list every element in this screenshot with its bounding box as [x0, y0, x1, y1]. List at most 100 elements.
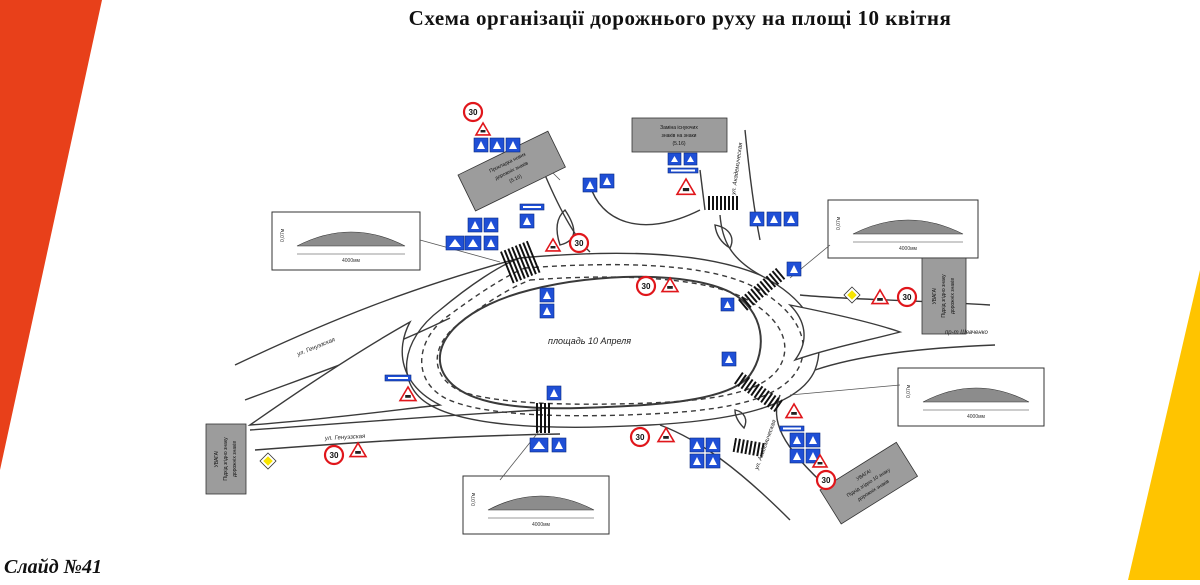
crosswalks: [499, 196, 786, 457]
svg-text:30: 30: [641, 282, 651, 291]
note-boxes: Прокладка нових дорожніх знаків (5.16) З…: [205, 117, 967, 525]
note-line: Заміна існуючих: [660, 125, 698, 131]
plate-sign: [519, 203, 545, 211]
genuezskaya-top-edge: [234, 257, 521, 366]
note-line: дорожніх знаків: [950, 278, 956, 314]
information-sign: [720, 297, 735, 312]
leader-line: [789, 384, 901, 396]
note-line: дорожніх знаків: [232, 441, 238, 477]
information-sign: [783, 211, 799, 227]
square-label: площадь 10 Апреля: [548, 336, 631, 346]
top-island: [714, 224, 733, 249]
information-sign: [749, 211, 765, 227]
information-sign: [483, 235, 499, 251]
priority-road-sign: [843, 286, 861, 304]
note-line: Підхід згідно знаку: [223, 437, 229, 481]
information-sign: [705, 437, 721, 453]
svg-text:30: 30: [329, 451, 339, 460]
crosswalk-southeast: [732, 438, 765, 457]
information-sign: [689, 437, 705, 453]
warning-triangle-sign: [870, 288, 890, 305]
street-label-akademicheskaya-top: ул. Академическая: [731, 142, 745, 197]
information-sign: [789, 448, 805, 464]
information-sign: [529, 437, 549, 453]
note-line: Підхід згідно знаку: [941, 274, 947, 318]
crosswalk-northeast: [738, 267, 786, 311]
central-square-oval: [439, 275, 762, 410]
information-sign: [683, 152, 698, 166]
outer-ring: [406, 252, 820, 428]
akademicheskaya-top-right: [744, 129, 761, 241]
right-island: [787, 303, 903, 362]
north-branch-top: [589, 184, 701, 226]
hump-profile: [922, 387, 1030, 403]
hump-length-label: 4000мм: [967, 414, 986, 420]
hump-detail-box: 4000мм 0,07м: [271, 211, 421, 271]
crosswalk-east: [733, 372, 783, 413]
hump-profile: [852, 219, 964, 235]
warning-triangle-sign: [675, 177, 697, 196]
hump-profile: [296, 231, 406, 247]
note-line: знаків на знаки: [662, 133, 697, 139]
hump-height-label: 0,07м: [280, 228, 286, 242]
crosswalk-north: [708, 196, 738, 210]
street-label-genuezskaya-bottom: ул. Генуэзская: [324, 434, 366, 442]
information-sign: [546, 385, 562, 401]
plate-sign: [384, 374, 412, 382]
leader-line: [419, 239, 501, 263]
akademicheskaya-top-left: [699, 169, 706, 211]
speed-limit-sign: 30: [462, 101, 484, 123]
road-signs: 30 30 30 30 30 30 30: [259, 101, 918, 491]
hump-height-label: 0,07м: [906, 384, 912, 398]
north-branch-island: [556, 208, 575, 246]
information-sign: [721, 351, 737, 367]
hump-height-label: 0,07м: [471, 492, 477, 506]
street-label-shevchenko: пр-т Шевченко: [945, 330, 989, 336]
bottom-island: [734, 409, 747, 430]
ring-lane-dashes-outer: [421, 263, 804, 417]
speed-limit-sign: 30: [635, 275, 657, 297]
information-sign: [582, 177, 598, 193]
svg-text:30: 30: [635, 433, 645, 442]
svg-text:30: 30: [574, 239, 584, 248]
information-sign: [766, 211, 782, 227]
information-sign: [599, 173, 615, 189]
speed-limit-sign: 30: [815, 469, 837, 491]
genuezskaya-lower-edge: [254, 433, 561, 451]
note-bottom-right: УВАГА! Підхід згідно 10 знаку дорожніх з…: [819, 441, 919, 525]
speed-hump-details: 4000мм0,07м4000мм0,07м4000мм0,07м4000мм0…: [271, 199, 1045, 535]
information-sign: [539, 287, 555, 303]
information-sign: [805, 432, 821, 448]
information-sign: [505, 137, 521, 153]
plate-sign: [779, 425, 805, 432]
hump-length-label: 4000мм: [342, 258, 361, 264]
street-label-genuezskaya-top: ул. Генуэзская: [296, 337, 337, 358]
information-sign: [539, 303, 555, 319]
note-line: (5.16): [672, 141, 685, 147]
note-line: (5.16): [508, 173, 523, 184]
information-sign: [667, 152, 682, 166]
note-top-left: Прокладка нових дорожніх знаків (5.16): [457, 130, 566, 212]
hump-length-label: 4000мм: [899, 246, 918, 252]
slide-title: Схема організації дорожнього руху на пло…: [408, 6, 952, 30]
shevchenko-bottom-edge: [814, 344, 996, 371]
crosswalk-south: [536, 403, 550, 433]
speed-limit-sign: 30: [323, 444, 345, 466]
genuezskaya-bottom-edge: [249, 409, 541, 431]
svg-text:30: 30: [821, 476, 831, 485]
hump-profile: [487, 495, 595, 511]
note-left: УВАГА! Підхід згідно знаку дорожніх знак…: [205, 423, 247, 495]
speed-limit-sign: 30: [896, 286, 918, 308]
note-line: УВАГА!: [214, 451, 220, 468]
left-island: [247, 320, 443, 426]
information-sign: [551, 437, 567, 453]
warning-triangle-sign: [656, 426, 676, 443]
information-sign: [789, 432, 805, 448]
information-sign: [489, 137, 505, 153]
warning-triangle-sign: [474, 121, 492, 136]
akademicheskaya-bottom-left: [659, 424, 791, 521]
information-sign: [519, 213, 535, 229]
